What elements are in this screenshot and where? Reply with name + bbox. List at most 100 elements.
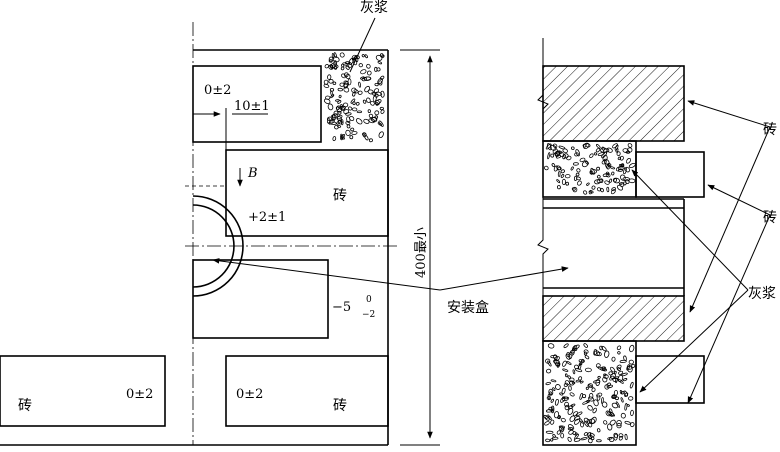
grout-speck <box>569 377 575 383</box>
grout-speck <box>570 403 576 407</box>
lower-brick <box>192 259 329 339</box>
grout-speck <box>596 392 603 398</box>
grout-speck <box>341 73 347 79</box>
grout-speck <box>562 360 567 367</box>
grout-speck <box>378 80 383 86</box>
grout-speck <box>360 76 365 80</box>
grout-speck <box>362 132 367 138</box>
grout-speck <box>563 343 569 348</box>
grout-speck <box>581 359 585 363</box>
grout-speck <box>545 438 551 443</box>
grout-speck <box>583 421 589 427</box>
grout-speck <box>582 143 587 148</box>
grout-speck <box>615 166 621 172</box>
grout-speck <box>374 82 379 87</box>
grout-speck <box>545 143 552 150</box>
grout-speck <box>561 178 566 185</box>
grout-speck <box>596 174 601 179</box>
grout-speck <box>552 148 558 155</box>
grout-speck <box>591 185 596 190</box>
grout-speck <box>609 408 613 413</box>
grout-speck <box>616 367 621 371</box>
grout-speck <box>547 360 552 367</box>
grout-speck <box>620 397 624 403</box>
grout-speck <box>628 162 636 169</box>
grout-speck <box>581 161 589 168</box>
grout-speck <box>619 155 624 161</box>
grout-speck <box>599 178 604 183</box>
grout-speck <box>593 152 598 156</box>
grout-speck <box>622 378 628 382</box>
dimension-400-label: 400最小 <box>414 227 429 278</box>
grout-speck <box>336 119 342 125</box>
grout-speck <box>596 428 601 433</box>
grout-speck <box>624 403 628 411</box>
grout-speck <box>620 412 626 419</box>
grout-speck <box>599 345 603 351</box>
grout-speck <box>560 417 566 423</box>
grout-speck <box>611 171 615 176</box>
bottom-left-brick <box>0 355 166 427</box>
grout-speck <box>543 165 549 171</box>
grout-speck <box>349 135 354 140</box>
grout-speck <box>378 120 384 127</box>
grout-speck <box>621 372 628 377</box>
grout-speck <box>588 396 594 402</box>
grout-speck <box>346 116 351 123</box>
grout-speck <box>593 399 599 407</box>
grout-speck <box>324 64 329 69</box>
grout-speck <box>339 52 345 58</box>
grout-speck <box>590 167 596 175</box>
grout-speck <box>363 118 370 124</box>
grout-speck <box>630 409 634 416</box>
grout-speck <box>368 118 376 124</box>
grout-speck <box>584 355 590 360</box>
grout-speck <box>595 147 601 153</box>
grout-speck <box>614 370 617 375</box>
protruding-brick-upper <box>635 151 705 198</box>
grout-speck <box>568 424 575 430</box>
grout-speck <box>377 122 383 126</box>
grout-speck <box>547 152 551 160</box>
grout-speck <box>556 185 561 190</box>
grout-speck <box>567 375 571 379</box>
grout-speck <box>327 118 331 124</box>
grout-speck <box>566 361 572 365</box>
tolerance-bottom-left: 0±2 <box>126 387 153 402</box>
grout-speck <box>589 153 594 159</box>
grout-speck <box>375 54 383 61</box>
brick-label-right-1: 砖 <box>763 122 777 138</box>
grout-speck <box>593 350 600 356</box>
grout-speck <box>627 365 633 373</box>
grout-speck <box>329 87 335 92</box>
grout-speck <box>347 106 353 111</box>
tolerance-minus5-upper: 0 <box>366 295 372 305</box>
grout-speck <box>589 190 594 194</box>
grout-speck <box>376 67 381 72</box>
tolerance-10: 10±1 <box>234 99 270 114</box>
grout-speck <box>360 69 367 75</box>
grout-speck <box>330 114 337 121</box>
grout-speck <box>554 398 559 406</box>
grout-speck <box>609 419 616 426</box>
grout-speck <box>372 95 377 102</box>
datum-b-label: B <box>247 166 258 181</box>
tolerance-top-brick: 0±2 <box>204 83 231 98</box>
grout-speck <box>550 355 557 359</box>
grout-speck <box>550 419 555 425</box>
grout-speck <box>333 52 337 58</box>
grout-speck <box>583 417 589 423</box>
grout-speck <box>601 159 607 165</box>
grout-speck <box>605 410 612 417</box>
grout-speck <box>559 392 564 396</box>
grout-speck <box>616 184 624 191</box>
grout-speck <box>597 375 601 379</box>
brick-leader-2b <box>687 214 771 404</box>
grout-speck <box>610 366 616 373</box>
grout-speck <box>336 114 343 120</box>
grout-speck <box>571 146 575 150</box>
grout-speck <box>565 181 570 186</box>
hatched-brick-top <box>542 65 685 142</box>
grout-speck <box>583 432 588 436</box>
grout-speck <box>339 104 344 108</box>
